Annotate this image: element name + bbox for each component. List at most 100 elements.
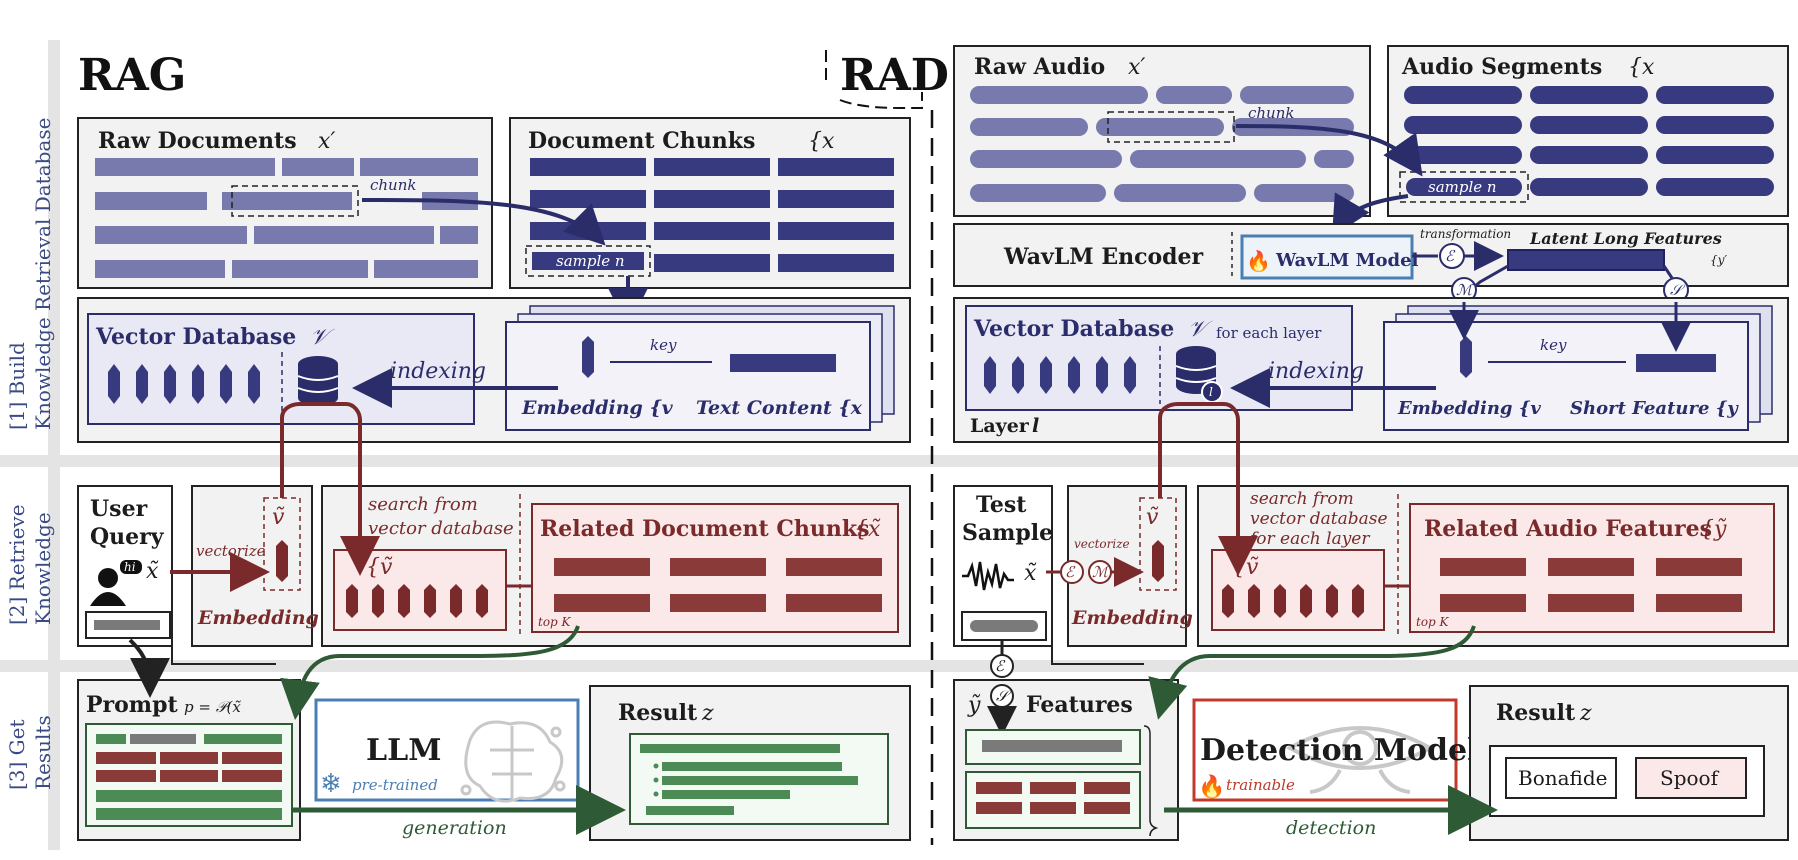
audio-sample-n-box: [1399, 171, 1529, 203]
features-title: Features: [1026, 692, 1133, 718]
svg-text:[3] Get: [3] Get: [5, 719, 29, 790]
svg-text:{y′: {y′: [1710, 253, 1727, 267]
document-chunks-blocks: [530, 158, 894, 272]
svg-text:x′: x′: [318, 129, 335, 154]
svg-text:ℳ: ℳ: [1092, 563, 1110, 581]
chunk-selection: [231, 185, 359, 217]
svg-text:Knowledge: Knowledge: [31, 512, 55, 625]
bonafide-label-box: [1505, 757, 1617, 799]
prompt-lines: [96, 734, 282, 820]
svg-text:indexing: indexing: [390, 359, 486, 384]
svg-text:vectorize: vectorize: [196, 542, 266, 560]
prompt-title: Prompt: [86, 692, 178, 718]
svg-text:p = 𝒫(x̃: p = 𝒫(x̃: [184, 698, 241, 716]
rag-vector-db-title: Vector Database: [95, 324, 296, 350]
rag-vector-icons: [108, 364, 260, 404]
audio-chunk-arrow: [1235, 124, 1423, 177]
svg-text:{ỹ: {ỹ: [1700, 517, 1727, 542]
snowflake-icon: ❄: [320, 769, 342, 799]
svg-text:key: key: [1540, 336, 1567, 354]
svg-text:Embedding: Embedding: [197, 607, 319, 629]
svg-text:Query: Query: [90, 524, 165, 550]
side-label-results: [3] Get Results: [5, 715, 55, 790]
rag-result-title: Result: [618, 700, 698, 726]
latent-feature-bar: [1507, 249, 1665, 271]
svg-text:top K: top K: [1416, 615, 1450, 629]
svg-text:indexing: indexing: [1268, 359, 1364, 384]
side-label-build: [1] Build Knowledge Retrieval Database: [5, 118, 55, 430]
eye-icon: [1285, 726, 1435, 794]
raw-audio-title: Raw Audio: [974, 54, 1105, 80]
svg-text:ṽ: ṽ: [1146, 505, 1159, 530]
rad-vector-db-box: [965, 305, 1353, 411]
svg-text:Results: Results: [31, 715, 55, 790]
user-icon: [90, 560, 142, 606]
svg-text:ℳ: ℳ: [1456, 281, 1474, 299]
svg-text:Spoof: Spoof: [1660, 766, 1720, 790]
topk-to-prompt-arrow: [280, 625, 580, 720]
side-stripe: [48, 40, 60, 850]
svg-text:Text Content {x: Text Content {x: [696, 397, 863, 419]
svg-text:ṽ: ṽ: [272, 505, 285, 530]
rad-search-arrow: [1158, 402, 1258, 576]
sample-n-box: [525, 245, 651, 277]
svg-text:Embedding: Embedding: [1071, 607, 1193, 629]
svg-text:Short Feature {y: Short Feature {y: [1570, 398, 1739, 419]
llm-title: LLM: [366, 733, 441, 768]
flame-icon: 🔥: [1246, 249, 1271, 273]
rad-result-title: Result: [1496, 700, 1576, 726]
spoof-label-box: [1635, 757, 1747, 799]
svg-text:sample n: sample n: [1428, 178, 1497, 196]
svg-text:chunk: chunk: [1248, 104, 1294, 122]
rad-retrieved-vector-icons: [1222, 584, 1364, 618]
svg-text:top K: top K: [538, 615, 572, 629]
svg-text:x̃: x̃: [146, 559, 159, 584]
raw-audio-segments: [970, 86, 1354, 202]
related-chunk-blocks: [554, 558, 882, 612]
svg-text:search from: search from: [368, 494, 478, 515]
waveform-icon: [962, 561, 1014, 591]
rad-bracket: [825, 50, 923, 109]
rag-heading: RAG: [78, 50, 186, 101]
svg-text:{x: {x: [808, 129, 835, 154]
svg-text:Embedding {v: Embedding {v: [521, 397, 674, 419]
svg-text:WavLM Model: WavLM Model: [1275, 250, 1419, 271]
svg-text:ỹ: ỹ: [967, 693, 981, 718]
audio-segment-blocks: [1404, 86, 1774, 196]
svg-text:Test: Test: [976, 492, 1027, 518]
svg-text:trainable: trainable: [1226, 776, 1295, 794]
row-divider-2: [0, 660, 1798, 672]
related-feature-blocks: [1440, 558, 1742, 612]
retrieved-vector-icons: [346, 584, 488, 618]
svg-text:x′: x′: [1128, 55, 1145, 80]
rad-vector-db-title: Vector Database: [973, 316, 1174, 342]
svg-text:z: z: [701, 701, 714, 726]
svg-text:transformation: transformation: [1420, 227, 1511, 241]
svg-text:Knowledge Retrieval Database: Knowledge Retrieval Database: [31, 118, 55, 430]
query-to-prompt-arrow: [128, 638, 170, 698]
svg-text:Layer: Layer: [970, 415, 1030, 437]
rad-heading: RAD: [840, 50, 949, 101]
svg-text:for each layer: for each layer: [1248, 529, 1370, 549]
svg-text:Bonafide: Bonafide: [1518, 766, 1608, 790]
features-blocks: [976, 782, 1130, 814]
svg-text:[1] Build: [1] Build: [5, 342, 29, 430]
svg-text:x̃: x̃: [1024, 561, 1037, 586]
llm-box: [314, 698, 580, 802]
document-chunks-title: Document Chunks: [528, 128, 755, 154]
rag-embedding-stack: [505, 305, 895, 431]
svg-text:generation: generation: [402, 817, 507, 839]
svg-text:hi: hi: [124, 560, 136, 574]
audio-segments-title: Audio Segments: [1401, 54, 1602, 80]
side-label-retrieve: [2] Retrieve Knowledge: [5, 504, 55, 625]
wavlm-model-box: [1240, 234, 1414, 280]
detection-model-box: [1192, 698, 1458, 802]
svg-text:for each layer: for each layer: [1216, 324, 1322, 342]
svg-text:[2] Retrieve: [2] Retrieve: [5, 504, 29, 625]
related-features-title: Related Audio Features: [1424, 516, 1712, 542]
rad-topk-to-features-arrow: [1148, 625, 1476, 720]
svg-text:vector database: vector database: [1250, 509, 1388, 529]
detection-model-title: Detection Model: [1200, 733, 1479, 768]
svg-text:{x̃: {x̃: [854, 517, 881, 542]
svg-text:Embedding {v: Embedding {v: [1397, 398, 1541, 419]
